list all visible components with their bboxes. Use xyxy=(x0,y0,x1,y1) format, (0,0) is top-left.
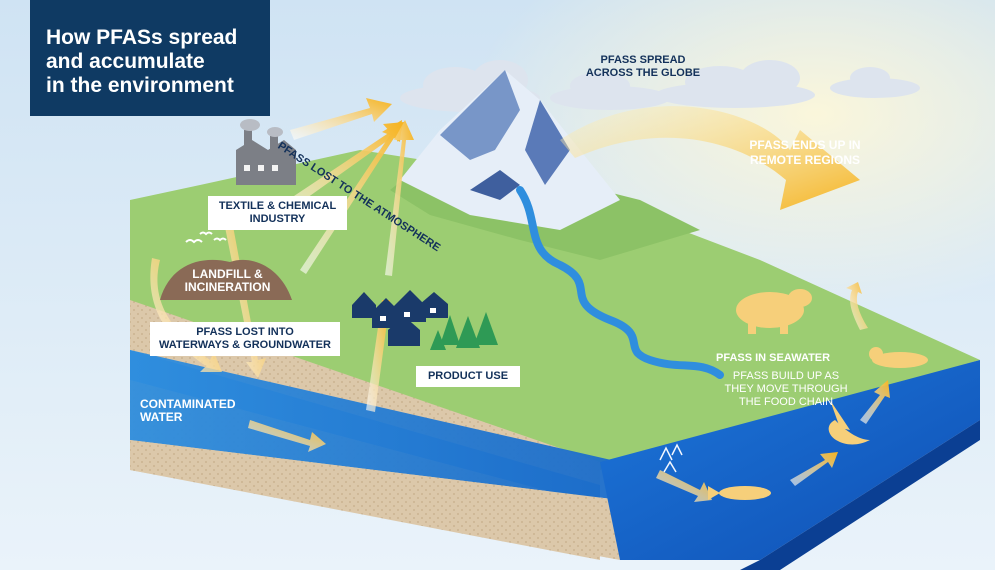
label-product-use: PRODUCT USE xyxy=(416,366,520,387)
label-spread-globe: PFASs SPREAD ACROSS THE GLOBE xyxy=(585,54,701,79)
arrow-contaminated-water xyxy=(248,420,326,452)
polar-bear-icon xyxy=(736,289,812,334)
factory-icon xyxy=(236,119,296,185)
seal-icon xyxy=(869,347,928,368)
landfill-icon xyxy=(160,259,292,300)
arrow-to-atmosphere-1 xyxy=(290,98,392,140)
plankton-icon xyxy=(659,443,683,473)
arrow-to-atmosphere-3 xyxy=(300,120,402,274)
arrow-seal-bear xyxy=(846,282,868,330)
arrow-plankton-fish xyxy=(656,470,712,502)
label-food-chain: PFASs BUILD UP AS THEY MOVE THROUGH THE … xyxy=(724,370,848,408)
water-band xyxy=(130,350,620,500)
land-surface xyxy=(130,150,980,470)
arrow-fish-bird xyxy=(790,452,838,486)
label-contaminated-water: CONTAMINATED WATER xyxy=(140,397,236,424)
fish-icon xyxy=(708,486,771,500)
label-seawater: PFASs IN SEAWATER xyxy=(716,352,831,364)
arrow-remote-regions xyxy=(560,106,860,210)
cloud-icon xyxy=(400,60,920,112)
label-landfill: LANDFILL & INCINERATION xyxy=(184,267,271,294)
tree-icon xyxy=(430,312,498,350)
page-title: How PFASs spread and accumulate in the e… xyxy=(46,26,238,97)
arrow-to-atmosphere-2 xyxy=(270,122,404,220)
river xyxy=(516,186,724,379)
soil-bottom xyxy=(130,440,620,560)
label-lost-waterways: PFASs LOST INTO WATERWAYS & GROUNDWATER xyxy=(150,322,340,356)
mountain-icon xyxy=(400,70,620,230)
title-box: How PFASs spread and accumulate in the e… xyxy=(30,0,270,116)
house-icon xyxy=(352,290,448,346)
bird-icon xyxy=(185,231,227,244)
arrow-to-atmosphere-4 xyxy=(385,120,414,276)
label-remote-regions: PFASs ENDS UP IN REMOTE REGIONS xyxy=(749,138,861,167)
label-textile-industry: TEXTILE & CHEMICAL INDUSTRY xyxy=(208,196,347,230)
ocean xyxy=(600,360,980,560)
seabird-icon xyxy=(828,400,870,445)
arrow-bird-seal xyxy=(860,380,890,424)
